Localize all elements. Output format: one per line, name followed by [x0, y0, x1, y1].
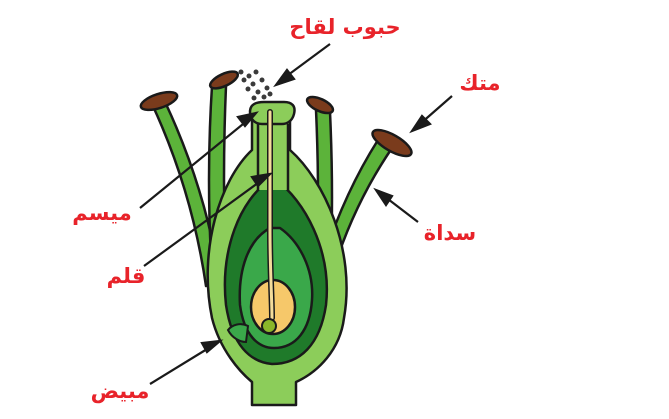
anther-left-inner: [208, 70, 240, 90]
pollen-grains: [238, 69, 273, 101]
anther-right-outer: [371, 128, 413, 158]
label-ovary: مبيض: [91, 379, 150, 403]
ovary-notch: [226, 323, 250, 344]
label-stigma: ميسم: [72, 201, 131, 225]
pollen-tube-fill: [268, 110, 274, 320]
label-filament: سداة: [424, 221, 476, 245]
anther-right-inner: [305, 95, 335, 115]
leader-lines: [139, 43, 453, 385]
ovule-nucleus: [261, 318, 277, 334]
anther-left-outer: [139, 90, 179, 112]
label-pollen: حبوب لقاح: [289, 15, 400, 39]
label-style: قلم: [107, 264, 146, 288]
label-anther: متك: [459, 71, 500, 95]
